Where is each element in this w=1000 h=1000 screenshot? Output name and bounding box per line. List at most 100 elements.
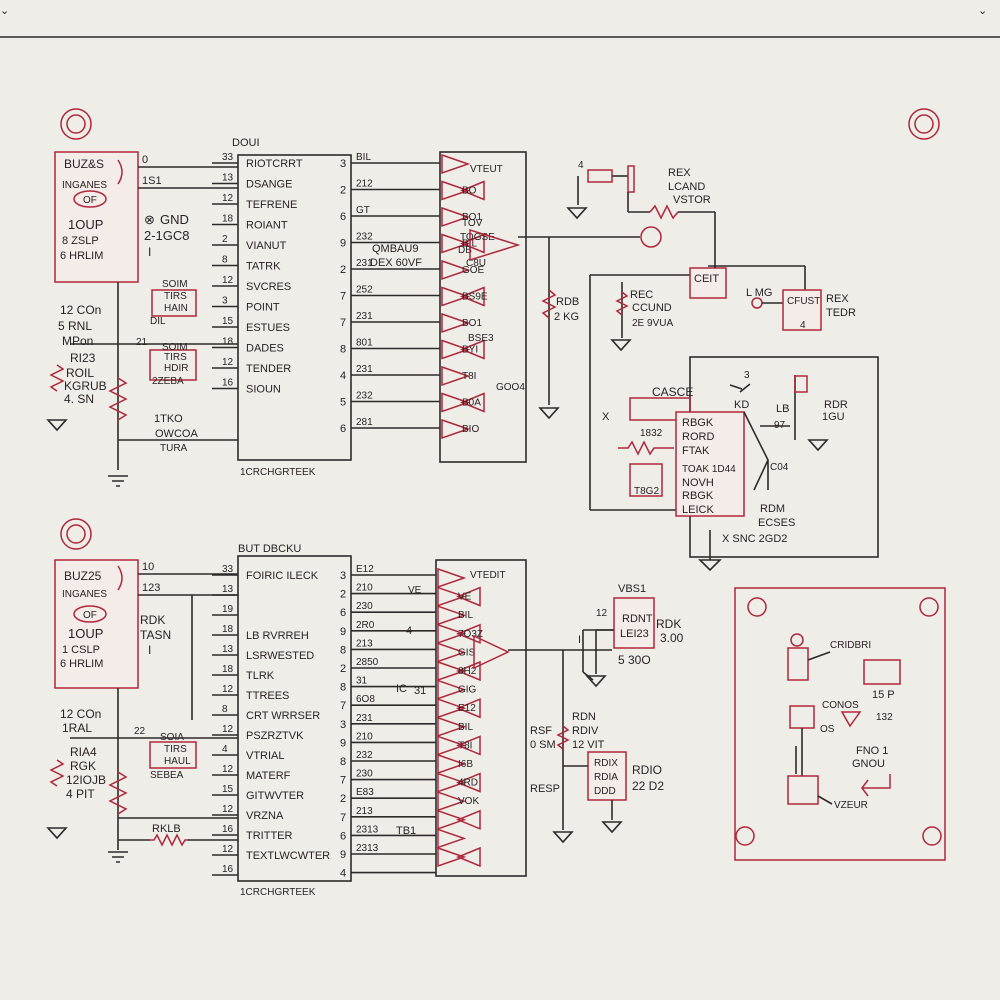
corner-mark-right: ⌄: [978, 5, 987, 17]
bottom-buffer-rev-icon: [456, 809, 481, 830]
top-buffer-rev-icon: [460, 392, 485, 413]
ic-top-right-net-label: 281: [356, 417, 373, 428]
ic-top-right-pin-num: 7: [340, 291, 346, 303]
ic-top-left-pin-name: VIANUT: [246, 240, 287, 252]
rdix-l1: RDIX: [594, 758, 618, 769]
ic-bottom-right-pin-num: 2: [340, 589, 346, 601]
ic-bottom-left-pin-num: 12: [222, 724, 234, 735]
ic-top-left-pin-num: 33: [222, 152, 234, 163]
vbs-l2: 12: [596, 608, 608, 619]
ic-top-left-pin-name: SVCRES: [246, 281, 291, 293]
misc-b-2: IC: [396, 683, 407, 695]
connector-b-line4: 6 HRLIM: [60, 658, 103, 670]
vbs-l1: VBS1: [618, 583, 646, 595]
left-label-2: 5 RNL: [58, 319, 92, 333]
ic-bottom-right-pin-num: 3: [340, 570, 346, 582]
rdn-l1: RDN: [572, 711, 596, 723]
vbs-l7: 5 30O: [618, 653, 651, 667]
ic-bottom-right-pin-num: 2: [340, 793, 346, 805]
ic-top-right-pin-num: 3: [340, 158, 346, 170]
buffer-b-label-0: VTEDIT: [470, 570, 506, 581]
connector-line3: 8 ZSLP: [62, 235, 99, 247]
top-buffer-label: GOE: [462, 265, 485, 276]
ic-top-left-pin-name: DSANGE: [246, 179, 292, 191]
rdix-l4: RDIO: [632, 763, 662, 777]
component-small-c: 1TKO OWCOA TURA: [154, 413, 198, 454]
small-a-l2: TIRS: [164, 291, 187, 302]
relay-rdm: RDM: [760, 503, 785, 515]
misc-label-2: GOO4: [496, 382, 525, 393]
relay-line-2: FTAK: [682, 445, 710, 457]
top-buffer-icon: [441, 233, 471, 254]
ic-bottom-left-pin-num: 15: [222, 784, 234, 795]
rdix-l5: 22 D2: [632, 779, 664, 793]
rec-l1: REC: [630, 289, 653, 301]
module-132: 132: [876, 712, 893, 723]
ic-top-left-pin-num: 18: [222, 214, 234, 225]
ic-top-left-pin-name: TATRK: [246, 261, 281, 273]
bottom-buffer-icon: [437, 623, 467, 644]
ic-bottom-right-pin-num: 8: [340, 756, 346, 768]
ic-top-right-net-label: 231: [356, 364, 373, 375]
ic-bottom-header: BUT DBCKU: [238, 543, 301, 555]
ic-top-right-pin-num: 7: [340, 317, 346, 329]
ic-bottom-right-net-label: 2850: [356, 657, 379, 668]
connector-b-line2: 1OUP: [68, 626, 103, 641]
ic-top-right-net-label: 231: [356, 258, 373, 269]
small-c-l3: TURA: [160, 443, 188, 454]
bottom-buffer-icon: [437, 679, 467, 700]
bottom-buffer-label: GIS: [458, 647, 476, 658]
top-buffer-label: BO: [462, 186, 477, 197]
small-ba-l4: SEBEA: [150, 770, 184, 781]
ic-top-left-pin-name: TENDER: [246, 363, 291, 375]
bottom-buffer-label: E12: [458, 703, 476, 714]
ic-top-right-net-label: 252: [356, 285, 373, 296]
module-vzeur: VZEUR: [834, 800, 868, 811]
small-b-l3: HDIR: [164, 363, 188, 374]
relay-sub: T8G2: [634, 486, 659, 497]
ic-bottom-right-net-label: 2313: [356, 824, 379, 835]
rdk-note-l2: TASN: [140, 628, 171, 642]
bottom-buffer-icon: [437, 809, 467, 830]
top-buffer-icon: [441, 392, 471, 413]
ic-bottom-right-pin-num: 9: [340, 849, 346, 861]
relay-line-3: TOAK 1D44: [682, 464, 736, 475]
relay-xsnc: X SNC 2GD2: [722, 533, 787, 545]
left-label-5: ROIL: [66, 366, 94, 380]
ic-bottom-left-pin-num: 13: [222, 584, 234, 595]
bottom-buffer-rev-icon: [456, 772, 481, 793]
rdn-l3: 12 VIT: [572, 739, 605, 751]
ic-bottom-right-pin-num: 6: [340, 830, 346, 842]
top-circuit: BUZ&S INGANES OF 1OUP 8 ZSLP 6 HRLIM 0 1…: [46, 137, 879, 572]
buffer-note-2: DB: [458, 245, 472, 256]
top-buffer-icon: [441, 286, 471, 307]
conn-pin-1: 1S1: [142, 175, 162, 187]
bottom-buffer-icon: [437, 753, 467, 775]
ic-top-left-pin-name: DADES: [246, 343, 284, 355]
ic-top-right-pin-num: 9: [340, 238, 346, 250]
ic-bottom-right-net-label: 231: [356, 713, 373, 724]
component-small-b-a: 22 SOIA TIRS HAUL SEBEA: [134, 726, 197, 781]
ic-top-right-net-label: GT: [356, 205, 370, 216]
module-15p: 15 P: [872, 689, 895, 701]
bottom-buffer-icon: [437, 698, 467, 719]
left-label-4: RI23: [70, 351, 96, 365]
top-buffer-label: BO1: [462, 318, 482, 329]
top-buffer-rev-icon: [460, 286, 485, 307]
left-b-label-1: 12 COn: [60, 707, 101, 721]
bottom-buffer-icon: [437, 586, 467, 607]
left-label-6: KGRUB: [64, 379, 107, 393]
ic-bottom-right-pin-num: 9: [340, 737, 346, 749]
bottom-buffer-label: BIL: [458, 610, 473, 621]
bottom-buffer-label: 7O3Z: [458, 629, 483, 640]
small-a-l1: SOIM: [162, 279, 188, 290]
ic-top-left-pin-num: 12: [222, 357, 234, 368]
ic-top-right-net-label: 232: [356, 391, 373, 402]
rdix-block: RDIX RDIA DDD RDIO 22 D2: [563, 751, 664, 834]
ic-bottom-left-pin-num: 16: [222, 864, 234, 875]
ic-bottom-left-pin-name: TLRK: [246, 670, 275, 682]
left-b-label-2: 1RAL: [62, 721, 92, 735]
rex-network: 4 REX LCAND VSTOR: [566, 160, 716, 268]
top-buffer-icon: [441, 312, 471, 334]
